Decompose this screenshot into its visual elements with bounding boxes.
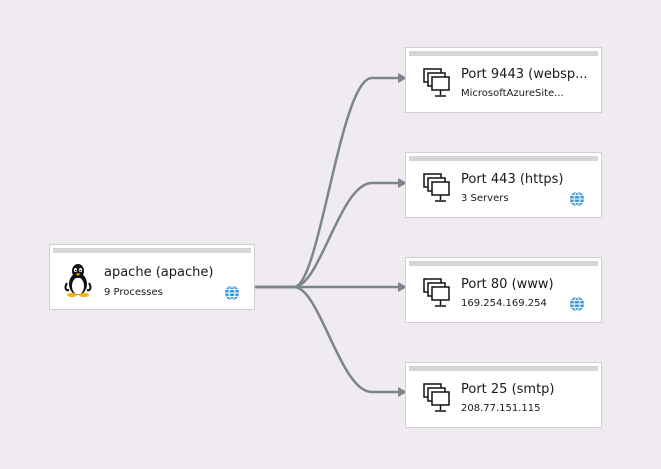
node-title: apache (apache)	[104, 265, 214, 280]
server-stack-icon	[423, 68, 455, 104]
node-title: Port 443 (https)	[461, 172, 564, 187]
node-subtitle: 208.77.151.115	[461, 403, 541, 414]
port-node-25[interactable]: Port 25 (smtp) 208.77.151.115	[405, 362, 602, 428]
edge-arrow-25	[398, 387, 407, 397]
port-node-9443[interactable]: Port 9443 (websp... MicrosoftAzureSite..…	[405, 47, 602, 113]
port-node-443[interactable]: Port 443 (https) 3 Servers	[405, 152, 602, 218]
globe-icon	[569, 296, 585, 316]
node-title: Port 9443 (websp...	[461, 67, 588, 82]
linux-penguin-icon	[64, 263, 92, 301]
server-stack-icon	[423, 278, 455, 314]
node-subtitle: 169.254.169.254	[461, 298, 547, 309]
edge-to-port-25	[254, 285, 406, 394]
node-header-bar	[409, 51, 598, 56]
globe-icon	[569, 191, 585, 211]
node-header-bar	[53, 248, 251, 253]
node-header-bar	[409, 366, 598, 371]
node-header-bar	[409, 156, 598, 161]
edge-to-port-9443	[254, 76, 406, 289]
globe-icon	[224, 285, 240, 305]
edge-arrow-443	[398, 178, 407, 188]
node-subtitle: 3 Servers	[461, 193, 509, 204]
node-title: Port 25 (smtp)	[461, 382, 555, 397]
node-subtitle: 9 Processes	[104, 287, 163, 298]
port-node-80[interactable]: Port 80 (www) 169.254.169.254	[405, 257, 602, 323]
edge-arrow-9443	[398, 73, 407, 83]
server-stack-icon	[423, 383, 455, 419]
server-stack-icon	[423, 173, 455, 209]
edge-arrow-80	[398, 282, 407, 292]
node-title: Port 80 (www)	[461, 277, 554, 292]
process-node-apache[interactable]: apache (apache) 9 Processes	[49, 244, 255, 310]
node-subtitle: MicrosoftAzureSite...	[461, 88, 564, 99]
node-header-bar	[409, 261, 598, 266]
edge-to-port-443	[254, 181, 406, 289]
